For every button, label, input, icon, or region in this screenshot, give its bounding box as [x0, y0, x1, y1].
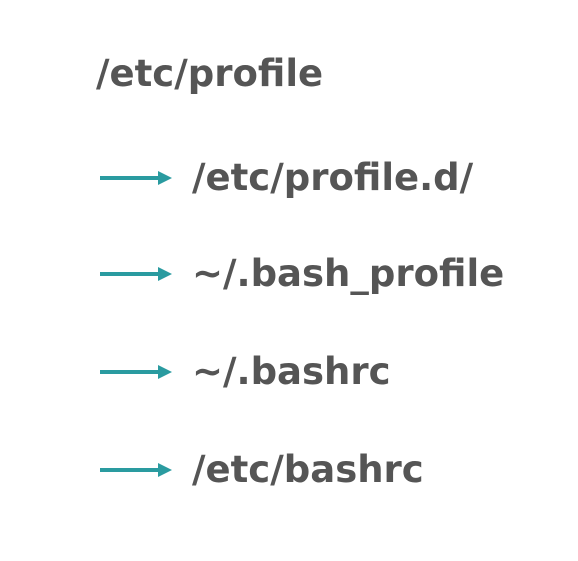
- right-arrow-icon: [100, 365, 172, 379]
- right-arrow-icon: [100, 463, 172, 477]
- load-step: ~/.bash_profile: [100, 252, 504, 296]
- right-arrow-icon: [100, 267, 172, 281]
- root-file-label: /etc/profile: [96, 52, 324, 95]
- load-step: /etc/profile.d/: [100, 156, 473, 200]
- load-step: /etc/bashrc: [100, 448, 424, 492]
- step-file-label: ~/.bashrc: [192, 350, 391, 393]
- step-file-label: ~/.bash_profile: [192, 252, 505, 295]
- right-arrow-icon: [100, 171, 172, 185]
- step-file-label: /etc/profile.d/: [192, 156, 474, 199]
- step-file-label: /etc/bashrc: [192, 448, 424, 491]
- load-step: ~/.bashrc: [100, 350, 391, 394]
